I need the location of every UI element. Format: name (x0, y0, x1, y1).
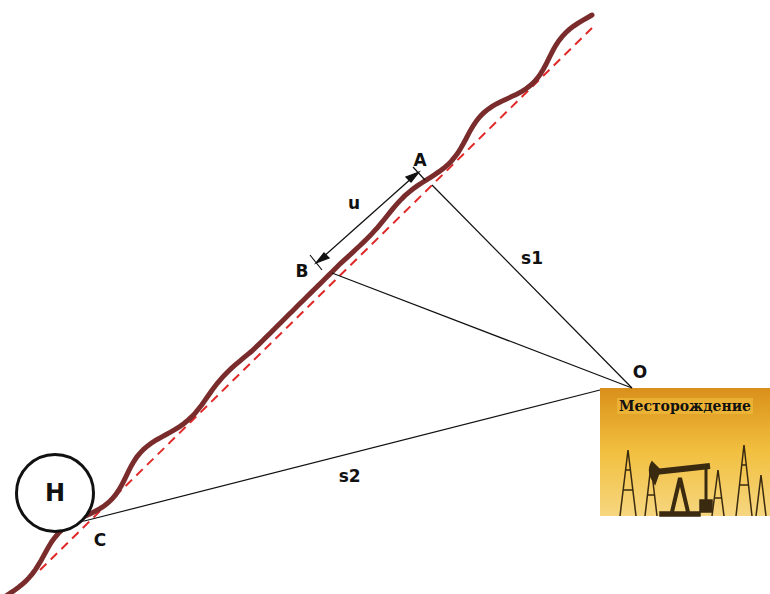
field-ground (600, 388, 770, 516)
point-label: C (94, 532, 106, 549)
distance-label: s1 (521, 250, 543, 267)
field-label: Месторождение (617, 398, 753, 414)
point-label: u (348, 195, 360, 212)
oil-derricks (620, 445, 766, 516)
point-label: O (633, 364, 647, 381)
settlement-circle: H (15, 453, 95, 533)
line-bo (332, 273, 632, 388)
axis-dashed (40, 28, 592, 570)
oil-field-box: Месторождение (600, 388, 770, 516)
point-label: B (296, 263, 309, 280)
distance-line (83, 390, 600, 521)
distance-label: s2 (339, 467, 361, 484)
arrow-u (316, 172, 419, 263)
settlement-label: H (45, 479, 65, 507)
line-s1 (432, 185, 632, 388)
point-label: A (413, 152, 426, 169)
river (0, 15, 592, 594)
